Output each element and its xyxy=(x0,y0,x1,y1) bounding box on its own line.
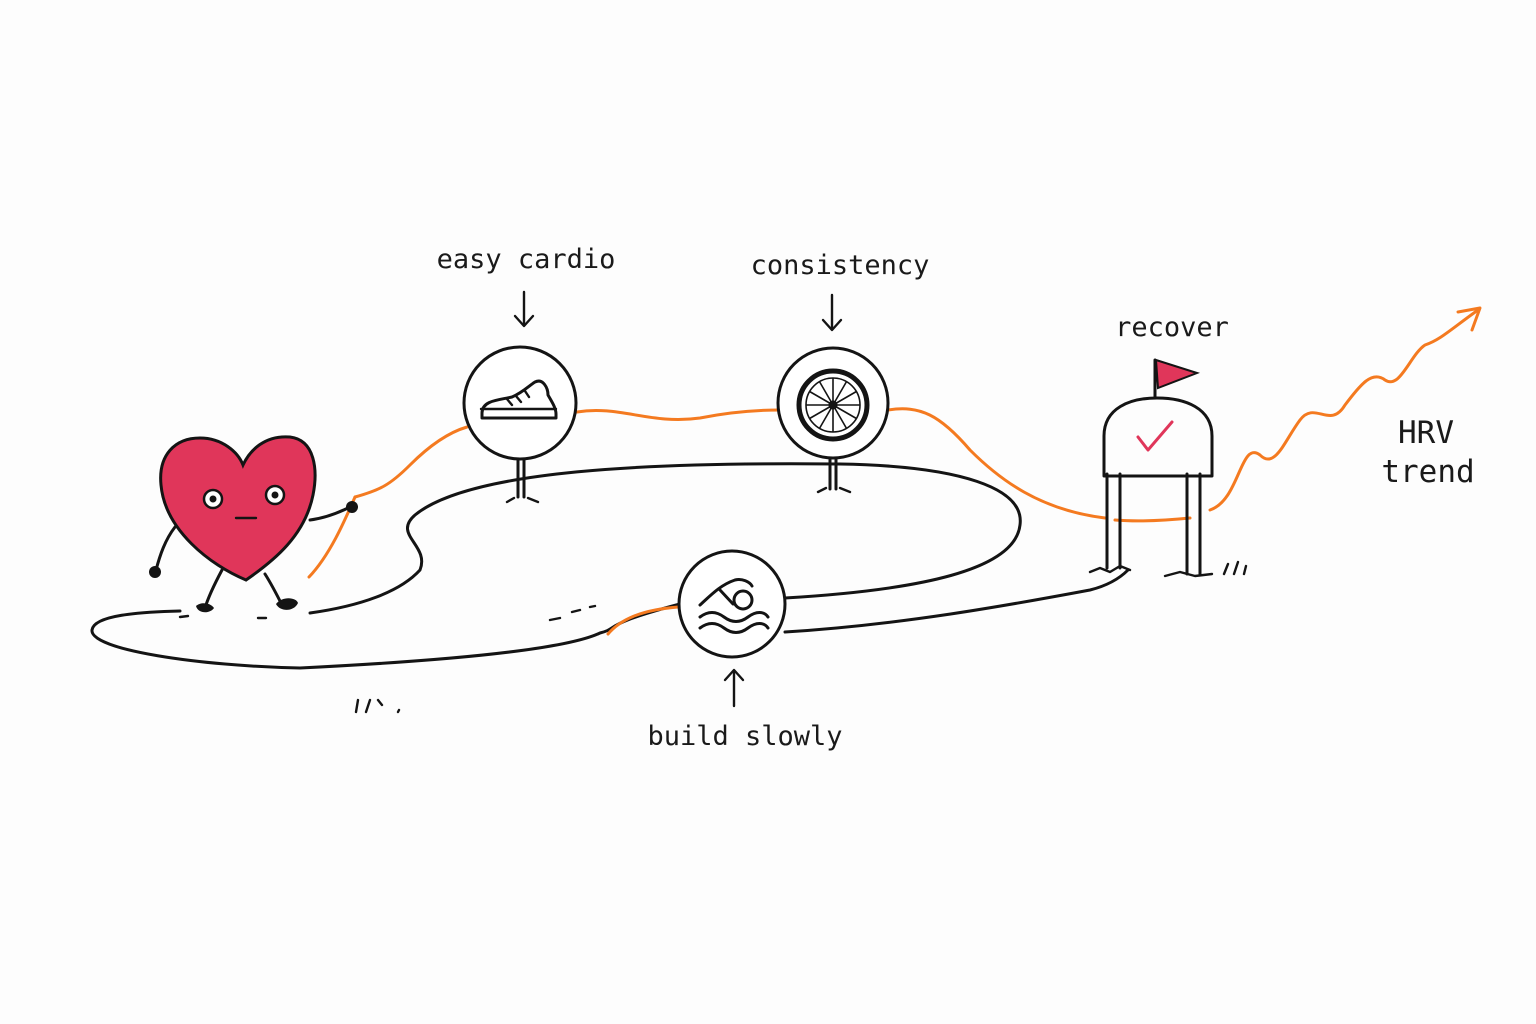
recover-gate xyxy=(1088,358,1214,578)
heart-body xyxy=(159,435,317,582)
flag-icon xyxy=(1154,358,1201,390)
heart-character xyxy=(149,435,358,613)
arrow-build-slowly xyxy=(723,668,745,708)
label-consistency: consistency xyxy=(751,250,930,281)
easy-cardio-sign xyxy=(462,345,578,504)
winding-path xyxy=(90,462,1130,670)
wheel-spoke xyxy=(832,404,857,420)
label-trend: trend xyxy=(1381,454,1474,490)
wheel-spoke xyxy=(809,404,834,420)
build-slowly-sign xyxy=(677,549,787,659)
wheel-spoke xyxy=(832,381,848,406)
checkmark-icon xyxy=(1136,420,1174,452)
arrow-consistency xyxy=(821,293,843,332)
label-build-slowly: build slowly xyxy=(647,721,842,752)
wheel-spoke xyxy=(809,390,834,406)
label-recover: recover xyxy=(1115,312,1229,343)
progress-line xyxy=(307,306,1482,636)
wheel-spoke xyxy=(818,381,834,406)
arrows xyxy=(513,290,843,708)
label-easy-cardio: easy cardio xyxy=(437,244,616,275)
label-hrv: HRV xyxy=(1398,415,1454,451)
swimmer-icon xyxy=(698,578,770,634)
arrow-easy-cardio xyxy=(513,290,535,328)
wheel-spoke xyxy=(832,390,857,406)
running-shoe-icon xyxy=(479,379,558,420)
bicycle-wheel-icon xyxy=(796,368,870,442)
wheel-spoke xyxy=(832,404,848,429)
grass-tufts xyxy=(354,560,1248,714)
consistency-sign xyxy=(776,346,890,494)
wheel-spoke xyxy=(818,404,834,429)
